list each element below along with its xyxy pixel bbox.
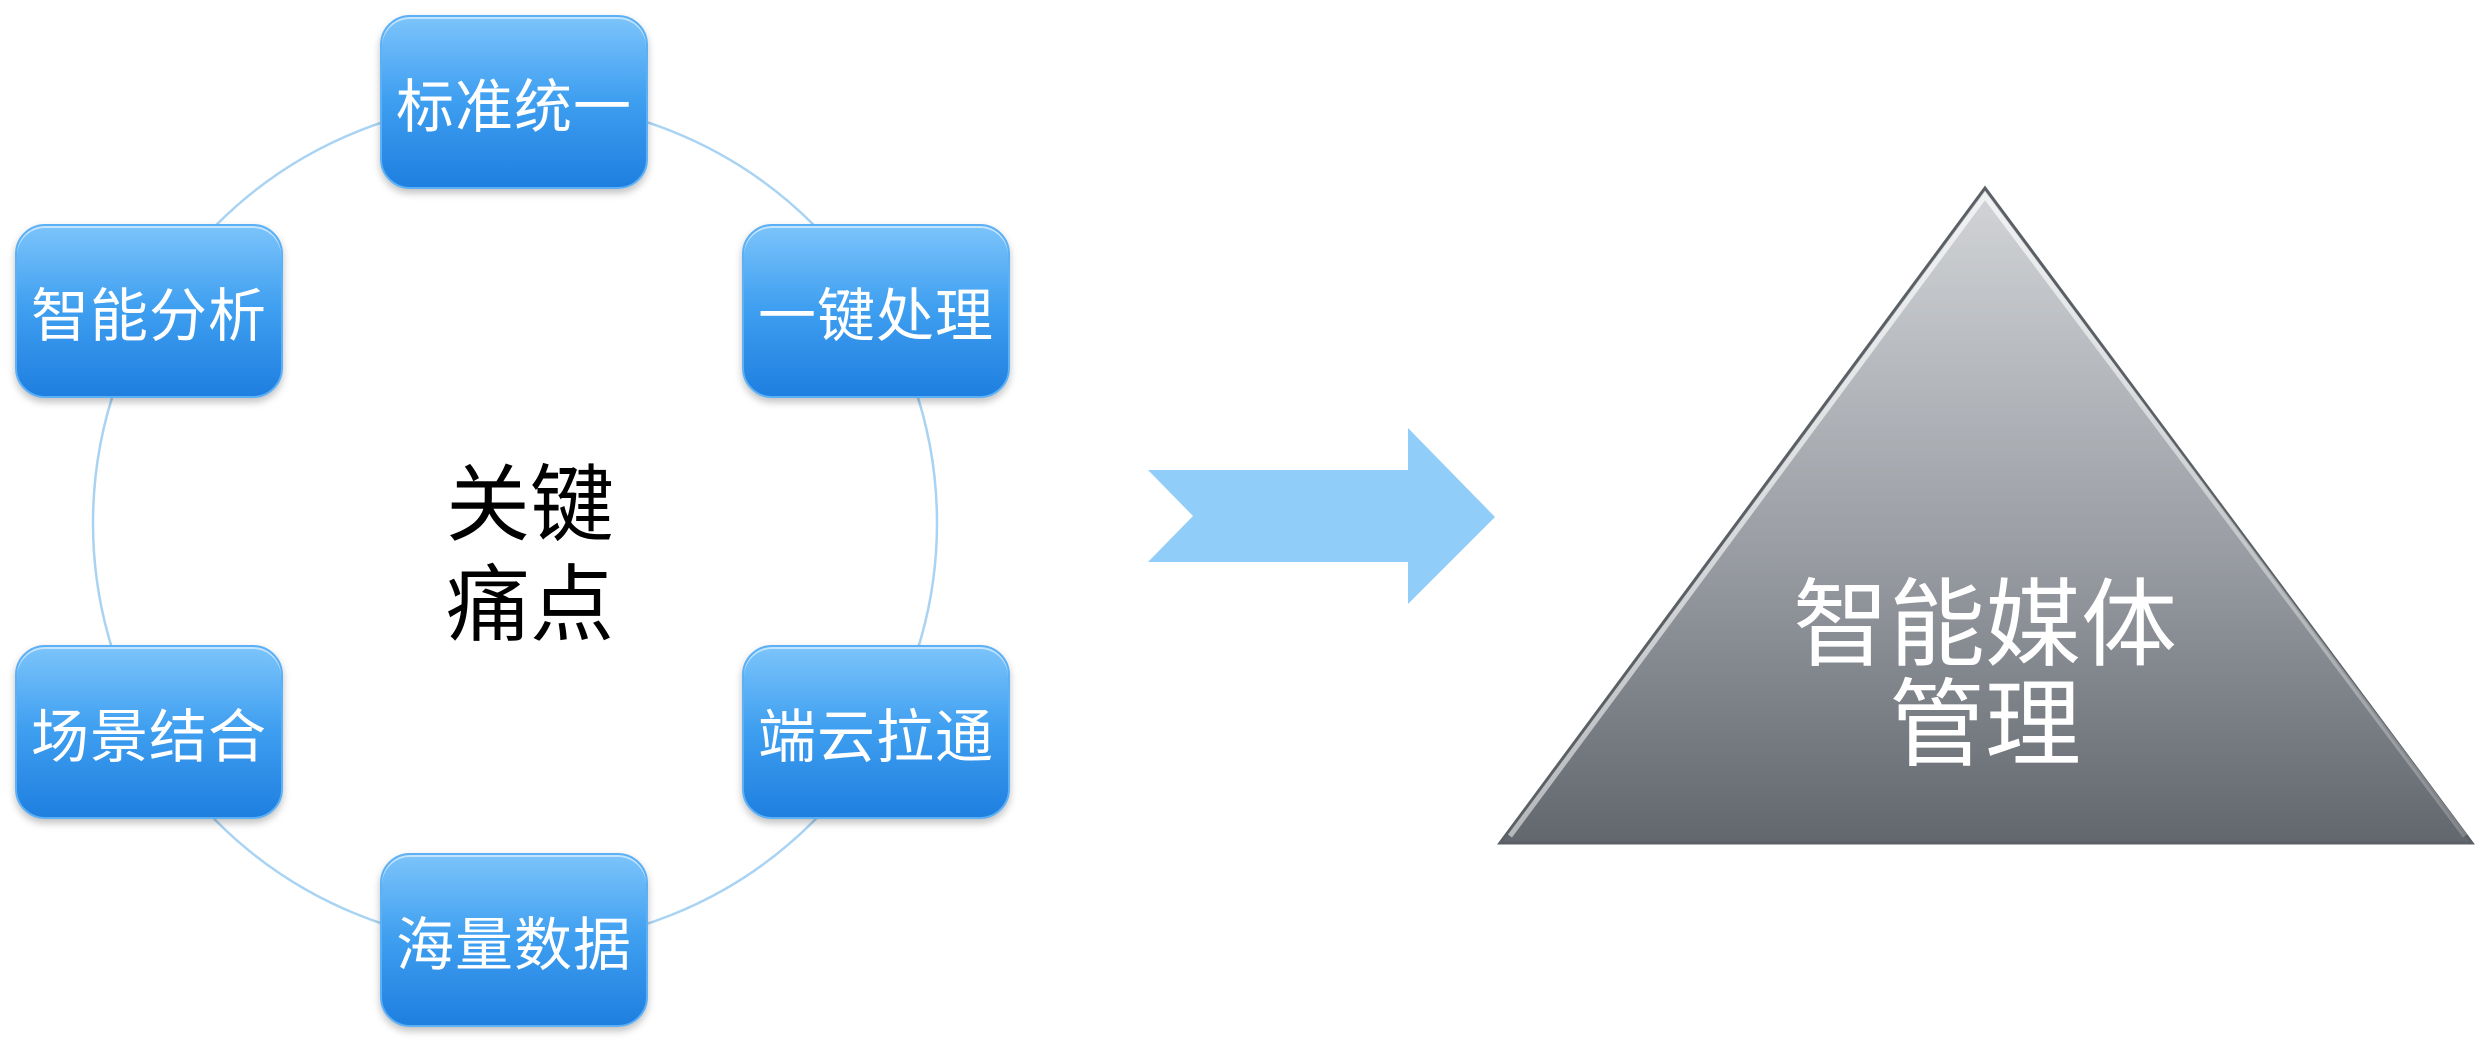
node-label: 一键处理	[757, 282, 994, 350]
right-arrow-shape	[1148, 428, 1495, 604]
node-label: 端云拉通	[757, 703, 994, 771]
center-label-line2: 痛点	[445, 556, 614, 654]
node-lower-left: 场景结合	[15, 645, 283, 819]
node-upper-left: 智能分析	[15, 224, 283, 398]
center-label-line1: 关键	[445, 456, 614, 554]
node-label: 标准统一	[395, 73, 632, 141]
node-lower-right: 端云拉通	[742, 645, 1010, 819]
result-label-line2: 管理	[1889, 669, 2081, 781]
result-label-line1: 智能媒体	[1793, 569, 2177, 681]
result-label: 智能媒体 管理	[1720, 575, 2250, 775]
node-label: 场景结合	[30, 703, 267, 771]
node-bottom: 海量数据	[380, 853, 648, 1027]
triangle-highlight-edge	[1507, 191, 2467, 838]
node-top: 标准统一	[380, 15, 648, 189]
node-upper-right: 一键处理	[742, 224, 1010, 398]
node-label: 海量数据	[395, 911, 632, 979]
result-triangle	[1497, 185, 2475, 845]
node-label: 智能分析	[30, 282, 267, 350]
center-label: 关键 痛点	[405, 455, 655, 655]
